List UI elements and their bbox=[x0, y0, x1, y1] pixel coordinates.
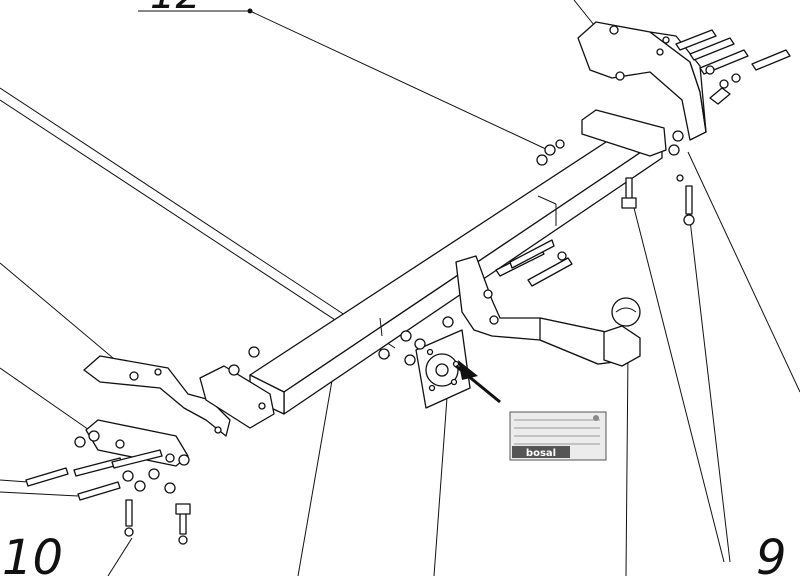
leader-left-bolt-a bbox=[0, 479, 29, 483]
left-bracket bbox=[83, 346, 275, 437]
leader-10 bbox=[107, 537, 133, 576]
leader-upper-left-b bbox=[0, 99, 391, 357]
callout-right: 9 bbox=[756, 530, 787, 576]
callout-top: 12 bbox=[150, 0, 201, 18]
leader-ball bbox=[625, 351, 629, 576]
label-arrow bbox=[455, 360, 501, 404]
plate-brand: bosal bbox=[526, 448, 556, 459]
left-bolts bbox=[25, 449, 191, 545]
center-bolts bbox=[495, 239, 573, 287]
leader-right-edge bbox=[687, 151, 800, 393]
leader-dot bbox=[247, 8, 253, 14]
right-bolts bbox=[536, 29, 791, 166]
leader-left-bolt-b bbox=[0, 491, 79, 497]
leader-12 bbox=[249, 10, 549, 151]
ball-neck bbox=[455, 255, 641, 367]
leader-crossbar bbox=[297, 345, 339, 576]
leader-upper-left-a bbox=[0, 87, 396, 349]
callout-left: 10 bbox=[2, 530, 63, 576]
leader-9-a bbox=[631, 199, 725, 563]
left-plate bbox=[74, 419, 189, 467]
label-plate: bosal bbox=[509, 411, 607, 461]
right-vertical-bolts bbox=[621, 174, 695, 226]
leader-socket-plate bbox=[433, 383, 449, 576]
leader-9-b bbox=[689, 219, 731, 563]
leader-left-plate bbox=[0, 367, 93, 433]
leader-left-bracket bbox=[0, 262, 133, 375]
